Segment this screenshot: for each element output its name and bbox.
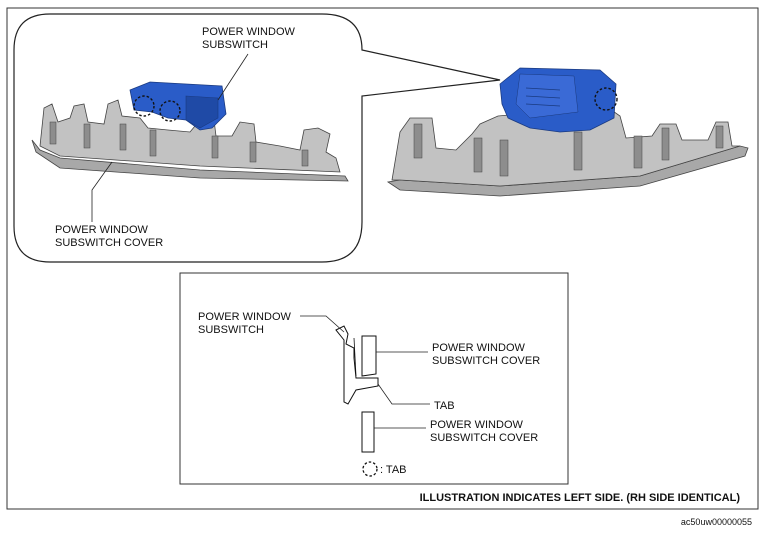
legend-tab-label: : TAB [380,464,407,476]
label-detail-cover-lower: POWER WINDOW SUBSWITCH COVER [430,419,538,444]
subswitch-blue-right-face [515,73,579,119]
zoomed-assembly [31,81,349,182]
tab-marker-1 [133,95,155,117]
leader-detail-tab [377,383,430,405]
subswitch-blue-left-face [185,95,219,129]
label-cover-left: POWER WINDOW SUBSWITCH COVER [55,224,163,249]
label-detail-cover-upper: POWER WINDOW SUBSWITCH COVER [432,342,540,367]
tab-marker-3 [594,87,618,111]
outer-frame [6,7,759,510]
section-cover-lower [361,411,375,453]
tab-marker-2 [159,100,181,122]
label-detail-subswitch: POWER WINDOW SUBSWITCH [198,311,294,336]
leader-cover-left [91,161,113,222]
label-detail-tab: TAB [434,400,455,412]
callout-bubble [13,13,501,263]
leader-subswitch-top [217,53,249,101]
leader-detail-subswitch [300,315,345,333]
subswitch-cover-left [31,139,349,182]
legend-tab-icon [362,461,378,477]
label-subswitch-top: POWER WINDOW SUBSWITCH [202,26,298,51]
overview-assembly [386,67,749,197]
section-subswitch [335,325,379,405]
section-cover-upper [361,335,377,377]
footer-note: ILLUSTRATION INDICATES LEFT SIDE. (RH SI… [420,492,741,504]
cross-section [335,325,379,453]
reference-code: ac50uw00000055 [681,517,752,527]
